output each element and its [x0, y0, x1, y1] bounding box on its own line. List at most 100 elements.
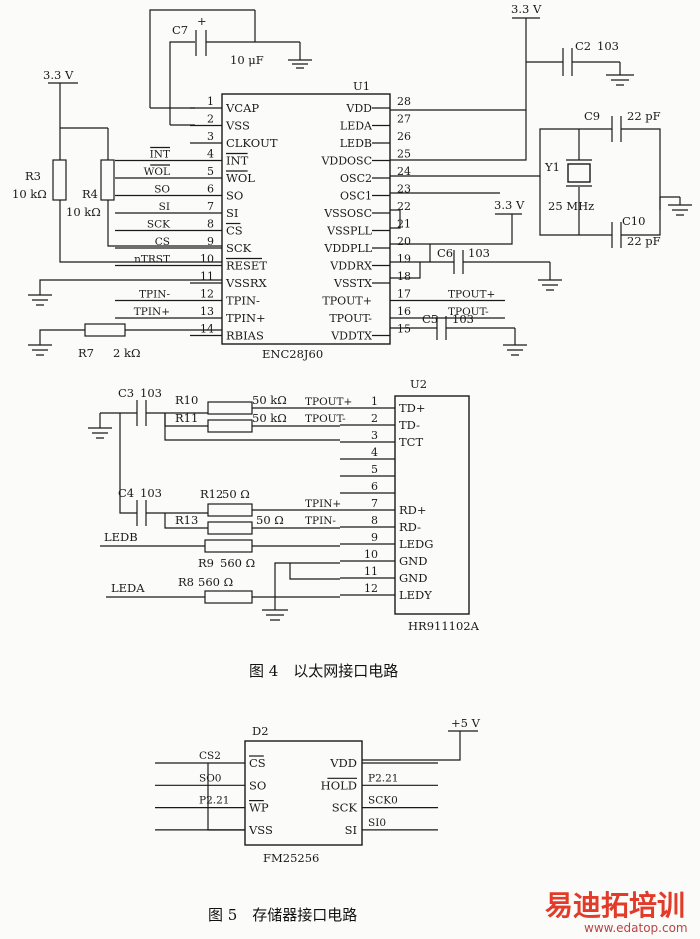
u2-pin-5-number: 5 [371, 463, 378, 476]
u1-pin-23-number: 23 [397, 183, 411, 196]
u1-pin-14-name: RBIAS [226, 329, 264, 343]
r10-label: R10 [175, 393, 198, 407]
c3-label: C3 [118, 386, 134, 400]
c4-network: C4 103 R12 50 Ω R13 50 Ω [118, 413, 340, 535]
y1-value: 25 MHz [548, 199, 594, 213]
u1-pin-6-name: SO [226, 189, 243, 203]
u1-pin-4-name: INT [226, 154, 249, 168]
r9-label: R9 [198, 556, 214, 570]
c5-value: 103 [452, 312, 474, 326]
d2-right-pin-0-name: VDD [329, 756, 357, 770]
fig5-caption: 图 5 存储器接口电路 [208, 906, 357, 924]
r3-value: 10 kΩ [12, 187, 47, 201]
u2-pin-1-name: TD+ [399, 401, 426, 415]
u2-pin-1-number: 1 [371, 395, 378, 408]
u1-pin-22-number: 22 [397, 200, 411, 213]
r8-resistor [204, 590, 253, 604]
u1-pin-7-name: SI [226, 206, 238, 220]
r4-label: R4 [82, 187, 98, 201]
u1-net-9: CS [155, 236, 170, 248]
u2-pin-9-name: LEDG [399, 537, 433, 551]
u2-pin-12-number: 12 [364, 582, 378, 595]
r8-label: R8 [178, 575, 194, 589]
r4-value: 10 kΩ [66, 205, 101, 219]
u1-pin-9-name: SCK [226, 241, 252, 255]
u1-pin-6-number: 6 [207, 183, 214, 196]
v33-mid-label: 3.3 V [494, 198, 525, 212]
d2-right-net-1: P2.21 [368, 772, 398, 784]
c6-label: C6 [437, 246, 453, 260]
c7-plus: + [197, 14, 207, 28]
c10-label: C10 [622, 214, 645, 228]
u2-pin-2-name: TD- [399, 418, 420, 432]
crystal-y1: C9 22 pF Y1 25 MHz C10 22 pF [390, 109, 692, 248]
u1-net-5: WOL [144, 166, 170, 178]
r11-label: R11 [175, 411, 198, 425]
c7-label: C7 [172, 23, 188, 37]
r9-network: LEDB R9 560 Ω [100, 530, 340, 570]
r3-resistor [52, 159, 67, 201]
u1-pin-5-name: WOL [226, 171, 255, 185]
u1-net-13: TPIN+ [134, 306, 170, 318]
u2-pin-3-number: 3 [371, 429, 378, 442]
v33-left-label: 3.3 V [43, 68, 74, 82]
u1-pin-25-number: 25 [397, 148, 411, 161]
d2-right-pin-3-name: SI [345, 823, 357, 837]
u2-pin-7-number: 7 [371, 497, 378, 510]
r12-value: 50 Ω [222, 487, 250, 501]
u2-pin-8-name: RD- [399, 520, 421, 534]
u1-pin-28-name: VDD [345, 102, 372, 115]
u1-pin-17-name: TPOUT+ [322, 295, 372, 308]
u1-pin-15-number: 15 [397, 323, 411, 336]
u1-pin-17-number: 17 [397, 288, 411, 301]
u1-pin-23-name: OSC1 [340, 190, 372, 203]
d2-left-net-2: P2.21 [199, 795, 229, 807]
u1-pin-25-name: VDDOSC [320, 155, 372, 168]
d2-body [244, 740, 363, 846]
u1-ref: U1 [353, 79, 370, 93]
c5-label: C5 [422, 312, 438, 326]
u1-pin-13-number: 13 [200, 305, 214, 318]
u2-pin-12-name: LEDY [399, 588, 432, 602]
u2-net-1: TPOUT+ [305, 396, 352, 408]
c5-capacitor: C5 103 [390, 312, 527, 356]
u1-net-7: SI [159, 201, 170, 213]
c10-value: 22 pF [627, 234, 661, 248]
u1-pin-24-name: OSC2 [340, 172, 372, 185]
u1-pin-8-number: 8 [207, 218, 214, 231]
v5-label: +5 V [451, 716, 481, 730]
u2-pin-10-name: GND [399, 554, 427, 568]
u1-pin-5-number: 5 [207, 165, 214, 178]
u2-net-2: TPOUT- [305, 413, 346, 425]
u1-net-12: TPIN- [139, 289, 170, 301]
u1-pin-15-name: VDDTX [330, 330, 372, 343]
u1-body [221, 93, 391, 345]
u1-net-10: nTRST [134, 254, 170, 266]
u1-pin-16-number: 16 [397, 305, 411, 318]
r9-resistor [204, 539, 253, 553]
u1-pin-12-number: 12 [200, 288, 214, 301]
r13-resistor [207, 521, 253, 535]
r3-label: R3 [25, 169, 41, 183]
d2-right-net-3: SI0 [368, 817, 386, 829]
u2-pin-3-name: TCT [399, 435, 423, 449]
u1-pin-12-name: TPIN- [226, 294, 260, 308]
u1-pin-28-number: 28 [397, 95, 411, 108]
u1-net-17: TPOUT+ [448, 289, 495, 301]
u2-pin-7-name: RD+ [399, 503, 427, 517]
r10-resistor [207, 401, 253, 415]
c9-label: C9 [584, 109, 600, 123]
u1-pin-13-name: TPIN+ [226, 311, 266, 325]
u1-net-8: SCK [147, 219, 170, 231]
r10-value: 50 kΩ [252, 393, 287, 407]
r12-label: R12 [200, 487, 223, 501]
u1-pin-10-name: RESET [226, 259, 267, 273]
d2-left-net-0: CS2 [199, 750, 221, 762]
u1-pin-27-name: LEDA [340, 120, 373, 133]
c3-value: 103 [140, 386, 162, 400]
u1-pin-22-name: VSSOSC [323, 207, 372, 220]
r11-value: 50 kΩ [252, 411, 287, 425]
u2-pin-8-number: 8 [371, 514, 378, 527]
